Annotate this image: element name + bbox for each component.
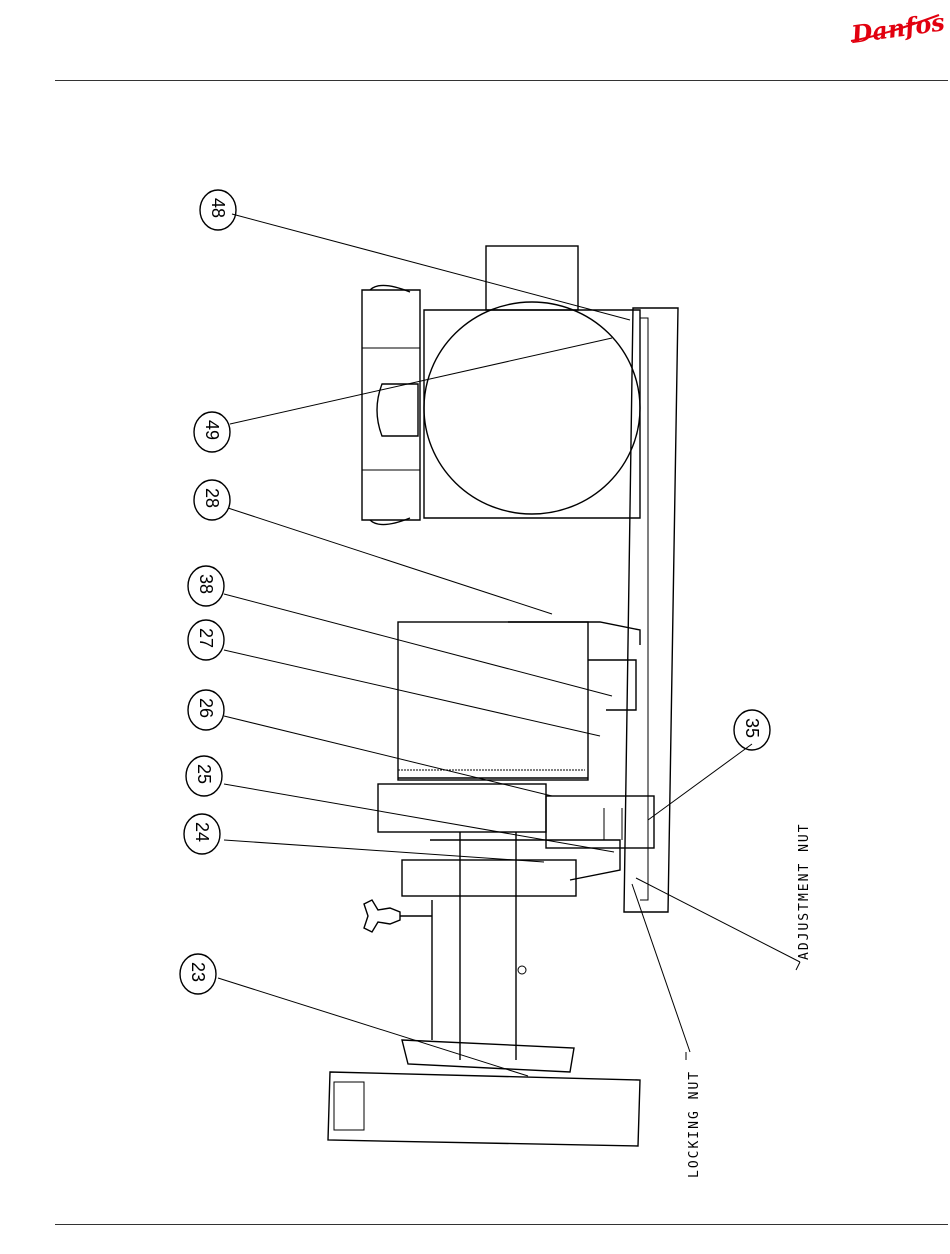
svg-text:49: 49 bbox=[202, 420, 222, 440]
svg-text:38: 38 bbox=[196, 574, 216, 594]
svg-text:48: 48 bbox=[208, 198, 228, 218]
callout-28: 28 bbox=[194, 480, 230, 520]
base-plate bbox=[624, 308, 678, 912]
callout-24: 24 bbox=[184, 814, 220, 854]
svg-text:24: 24 bbox=[192, 822, 212, 842]
shaft-coupling bbox=[328, 832, 640, 1146]
leader-lines bbox=[218, 214, 800, 1076]
locking-nut-label: LOCKING NUT bbox=[687, 1070, 702, 1178]
callout-49: 49 bbox=[194, 412, 230, 452]
svg-text:26: 26 bbox=[196, 698, 216, 718]
adjustment-nut-label: ADJUSTMENT NUT bbox=[797, 822, 812, 960]
svg-text:23: 23 bbox=[188, 962, 208, 982]
svg-text:27: 27 bbox=[196, 628, 216, 648]
hand-wheel bbox=[364, 900, 432, 932]
callout-23: 23 bbox=[180, 954, 216, 994]
svg-text:28: 28 bbox=[202, 488, 222, 508]
callout-38: 38 bbox=[188, 566, 224, 606]
callout-26: 26 bbox=[188, 690, 224, 730]
callout-25: 25 bbox=[186, 756, 222, 796]
callout-48: 48 bbox=[200, 190, 236, 230]
svg-text:25: 25 bbox=[194, 764, 214, 784]
pump-housing bbox=[398, 622, 640, 780]
callout-27: 27 bbox=[188, 620, 224, 660]
svg-text:35: 35 bbox=[742, 718, 762, 738]
